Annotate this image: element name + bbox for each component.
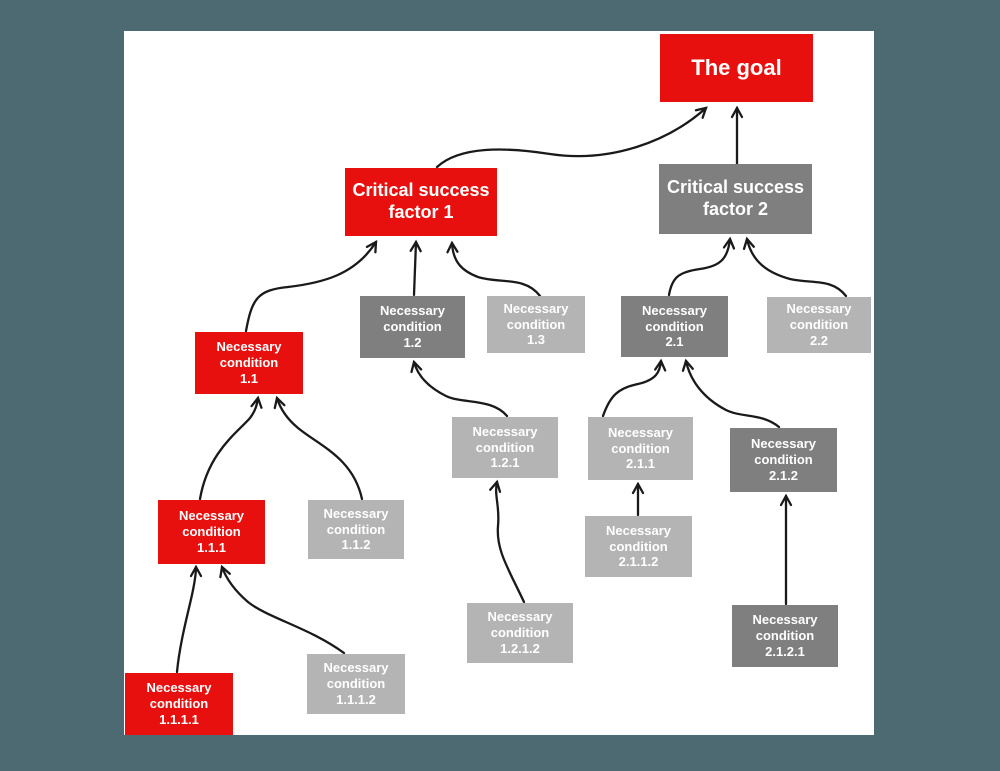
edge-nc2-1-to-csf2 <box>667 236 736 297</box>
node-nc-2-1-1-2: Necessary condition 2.1.1.2 <box>585 516 692 577</box>
node-nc-2-1-2-1: Necessary condition 2.1.2.1 <box>732 605 838 667</box>
edge-csf1-to-goal <box>435 106 708 169</box>
node-csf2: Critical success factor 2 <box>659 164 812 234</box>
node-goal: The goal <box>660 34 813 102</box>
node-nc-1-1-1-1: Necessary condition 1.1.1.1 <box>125 673 233 735</box>
node-nc-2-1: Necessary condition 2.1 <box>621 296 728 357</box>
node-nc-1-1: Necessary condition 1.1 <box>195 332 303 394</box>
edge-nc1-2-to-csf1 <box>409 239 422 297</box>
node-nc-1-1-1: Necessary condition 1.1.1 <box>158 500 265 564</box>
edge-nc1-1-1-2-to-nc1-1-1 <box>219 564 346 655</box>
edge-nc2-1-1-to-nc2-1 <box>601 358 667 418</box>
edge-nc2-2-to-csf2 <box>742 236 848 298</box>
node-csf1: Critical success factor 1 <box>345 168 497 236</box>
node-nc-1-3: Necessary condition 1.3 <box>487 296 585 353</box>
node-nc-1-1-1-2: Necessary condition 1.1.1.2 <box>307 654 405 714</box>
edge-nc1-1-1-1-to-nc1-1-1 <box>175 564 203 674</box>
edge-nc1-1-1-to-nc1-1 <box>198 395 263 501</box>
edge-nc1-2-1-2-to-nc1-2-1 <box>489 479 526 604</box>
edge-nc2-1-2-to-nc2-1 <box>681 358 781 429</box>
edge-nc1-2-1-to-nc1-2 <box>410 359 509 418</box>
node-nc-2-2: Necessary condition 2.2 <box>767 297 871 353</box>
edge-nc1-1-to-csf1 <box>244 240 378 333</box>
node-nc-1-2-1-2: Necessary condition 1.2.1.2 <box>467 603 573 663</box>
node-nc-1-2-1: Necessary condition 1.2.1 <box>452 417 558 478</box>
edge-nc1-3-to-csf1 <box>446 240 542 298</box>
edge-nc1-1-2-to-nc1-1 <box>273 395 364 501</box>
node-nc-2-1-2: Necessary condition 2.1.2 <box>730 428 837 492</box>
node-nc-1-2: Necessary condition 1.2 <box>360 296 465 358</box>
node-nc-2-1-1: Necessary condition 2.1.1 <box>588 417 693 480</box>
node-nc-1-1-2: Necessary condition 1.1.2 <box>308 500 404 559</box>
